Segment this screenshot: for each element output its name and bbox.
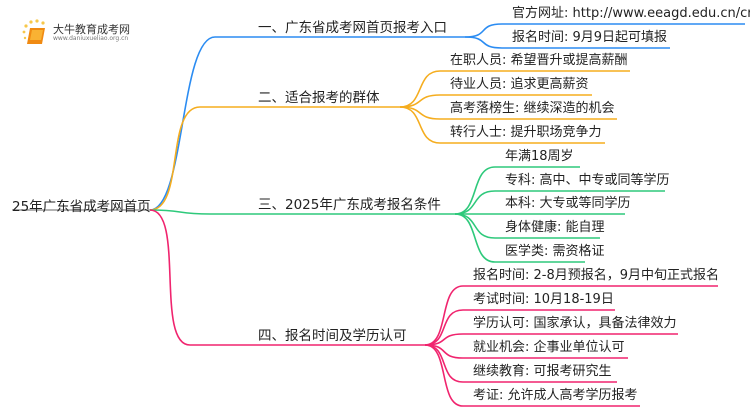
child-node: 考试时间: 10月18-19日 xyxy=(473,292,614,307)
child-node: 本科: 大专或等同学历 xyxy=(505,196,631,211)
child-line xyxy=(424,285,718,346)
child-line xyxy=(464,36,670,49)
child-node: 就业机会: 企事业单位认可 xyxy=(473,340,625,355)
child-node: 官方网址: http://www.eeagd.edu.cn/cr xyxy=(512,6,750,21)
child-node: 在职人员: 希望晋升或提高薪酬 xyxy=(450,53,628,68)
child-line xyxy=(399,94,592,108)
branch-node: 四、报名时间及学历认可 xyxy=(258,328,407,344)
branch-node: 二、适合报考的群体 xyxy=(258,90,380,106)
child-node: 年满18周岁 xyxy=(505,149,574,164)
child-node: 报名时间: 2-8月预报名，9月中旬正式报名 xyxy=(473,268,720,283)
child-node: 继续教育: 可报考研究生 xyxy=(473,364,612,379)
child-node: 报名时间: 9月9日起可填报 xyxy=(512,30,668,45)
root-node: 25年广东省成考网首页 xyxy=(12,199,151,215)
child-node: 身体健康: 能自理 xyxy=(505,220,605,235)
book-logo-icon xyxy=(22,19,45,44)
logo-title: 大牛教育成考网 xyxy=(53,23,130,36)
child-node: 学历认可: 国家承认，具备法律效力 xyxy=(473,316,677,331)
child-node: 专科: 高中、中专或同等学历 xyxy=(505,173,670,188)
branch-line xyxy=(149,209,425,346)
child-line xyxy=(454,166,580,215)
child-line xyxy=(464,23,745,38)
branch-line xyxy=(149,36,465,211)
child-node: 医学类: 需资格证 xyxy=(505,244,605,259)
logo-url: www.daniuxueliao.org.cn xyxy=(53,35,129,42)
branch-node: 一、广东省成考网首页报考入口 xyxy=(258,20,447,36)
child-line xyxy=(424,333,678,346)
branch-line xyxy=(149,106,400,211)
branch-node: 三、2025年广东成考报名条件 xyxy=(258,197,441,213)
branch-line xyxy=(149,209,455,215)
child-node: 考证: 允许成人高考学历报考 xyxy=(473,388,638,403)
logo xyxy=(20,18,140,46)
child-node: 高考落榜生: 继续深造的机会 xyxy=(450,101,615,116)
child-node: 待业人员: 追求更高薪资 xyxy=(450,77,589,92)
child-line xyxy=(424,309,615,346)
child-node: 转行人士: 提升职场竞争力 xyxy=(450,125,602,140)
child-line xyxy=(454,213,585,263)
child-line xyxy=(399,70,630,108)
child-line xyxy=(399,106,605,144)
child-line xyxy=(424,344,640,407)
